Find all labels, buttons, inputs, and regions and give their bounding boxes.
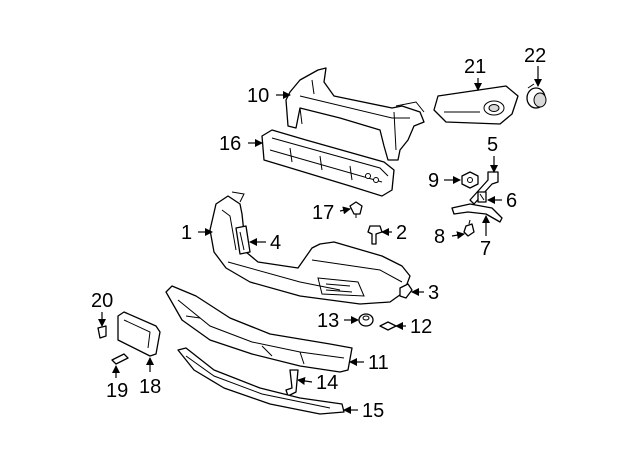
callout-21: 21	[464, 56, 486, 78]
callout-2: 2	[396, 222, 407, 244]
part-12-clip	[379, 321, 397, 331]
callout-6: 6	[506, 190, 517, 212]
part-14-bracket	[285, 369, 299, 397]
callout-18: 18	[139, 376, 161, 398]
callout-11: 11	[368, 352, 389, 374]
callout-22: 22	[524, 45, 546, 67]
callout-1: 1	[181, 222, 192, 244]
callout-15: 15	[362, 400, 384, 422]
callout-19: 19	[106, 380, 128, 402]
callout-4: 4	[270, 232, 281, 254]
callout-numbers: 1 2 3 4 5 6 7 8 9 10 11 12 13 14 15 16 1…	[91, 45, 546, 422]
part-6-clip	[477, 191, 487, 203]
part-13-pin	[358, 313, 374, 327]
part-22-fog-lamp	[526, 83, 547, 109]
callout-5: 5	[487, 134, 498, 156]
leader-17	[339, 206, 351, 215]
leader-8	[451, 231, 465, 240]
callout-9: 9	[428, 170, 439, 192]
callout-12: 12	[410, 316, 432, 338]
part-7-side-strip	[451, 203, 503, 223]
part-9-nut	[461, 171, 479, 189]
part-8-bolt	[463, 219, 475, 237]
part-18-license-bracket	[117, 311, 161, 357]
part-10-upper-tie-bar	[285, 67, 425, 161]
part-16-impact-bar	[261, 129, 395, 197]
callout-10: 10	[247, 85, 269, 107]
callout-13: 13	[317, 310, 339, 332]
part-4-bracket	[235, 225, 251, 255]
callout-16: 16	[219, 133, 241, 155]
callout-14: 14	[316, 372, 338, 394]
callout-7: 7	[480, 238, 491, 260]
callout-20: 20	[91, 290, 113, 312]
callout-3: 3	[428, 282, 439, 304]
leader-14	[297, 377, 313, 385]
part-17-bolt	[349, 201, 363, 218]
part-3-bolt	[399, 283, 413, 299]
leader-lines	[98, 66, 542, 414]
part-19-clip	[111, 353, 129, 365]
part-2-push-pin	[367, 225, 383, 245]
part-21-fog-lamp-bezel	[433, 85, 519, 125]
callout-8: 8	[434, 226, 445, 248]
part-20-bolt	[97, 325, 107, 339]
callout-17: 17	[312, 202, 334, 224]
